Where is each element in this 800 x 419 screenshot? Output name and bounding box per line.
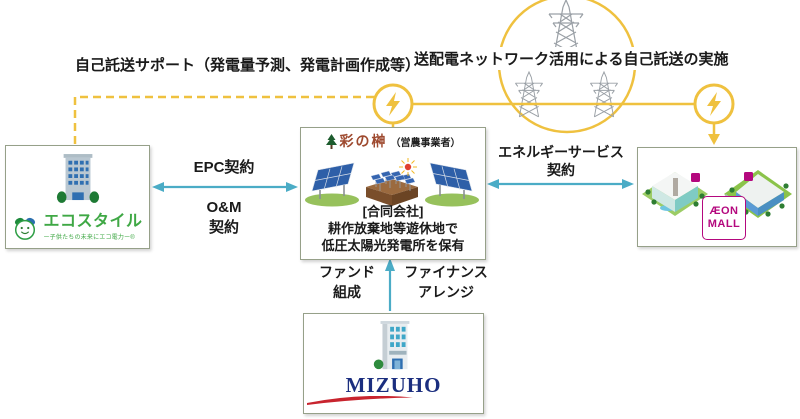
fund-formation-label: ファンド 組成	[319, 264, 375, 301]
mizuho-swoosh	[304, 396, 483, 405]
ecostyle-mascot-icon	[12, 215, 38, 241]
office-building-icon	[55, 151, 101, 205]
aeon-mall-node: ÆON MALL	[637, 147, 797, 247]
finance-arrange-label: ファイナンス アレンジ	[404, 264, 488, 301]
ecostyle-slogan: ー子供たちの未来にエコ電力ー®	[43, 235, 135, 241]
lightning-icon	[372, 83, 414, 125]
self-consignment-support-label: 自己託送サポート（発電量予測、発電計画作成等）	[75, 57, 421, 74]
godo-company-node: 彩の榊 （営農事業者）	[300, 127, 486, 260]
power-arrowhead	[708, 134, 720, 145]
om-contract-label: O&M 契約	[206, 199, 242, 236]
agrivoltaic-field-icon	[366, 158, 418, 206]
sun-icon	[399, 158, 417, 176]
epc-contract-label: EPC契約	[193, 159, 255, 176]
solar-farm-illustration	[304, 150, 480, 208]
mizuho-logo: MIZUHO	[304, 375, 483, 405]
contract-arrowheads	[152, 179, 634, 271]
mizuho-logo-text: MIZUHO	[345, 373, 442, 397]
energy-service-contract-label: エネルギーサービス 契約	[498, 144, 624, 179]
ecostyle-logo-text: エコスタイル	[43, 213, 143, 230]
lightning-icon	[693, 83, 735, 125]
mizuho-node: MIZUHO	[303, 313, 484, 414]
solar-array-icon	[305, 162, 359, 207]
farming-operator-note: （営農事業者）	[390, 137, 461, 149]
sakaki-brand-text: 彩の榊	[339, 135, 388, 150]
aeon-mall-logo: ÆON MALL	[702, 196, 746, 240]
solar-array-icon	[425, 162, 479, 207]
mall-building-icon	[640, 158, 710, 230]
support-dashed-line	[73, 95, 374, 144]
grid-network-label: 送配電ネットワーク活用による自己託送の実施	[411, 47, 732, 70]
contract-arrows	[163, 182, 624, 311]
tree-icon	[325, 133, 337, 149]
ecostyle-node: エコスタイル ー子供たちの未来にエコ電力ー®	[5, 145, 150, 249]
bank-building-icon	[369, 319, 419, 375]
godo-description: [合同会社] 耕作放棄地等遊休地で 低圧太陽光発電所を保有	[321, 203, 465, 253]
